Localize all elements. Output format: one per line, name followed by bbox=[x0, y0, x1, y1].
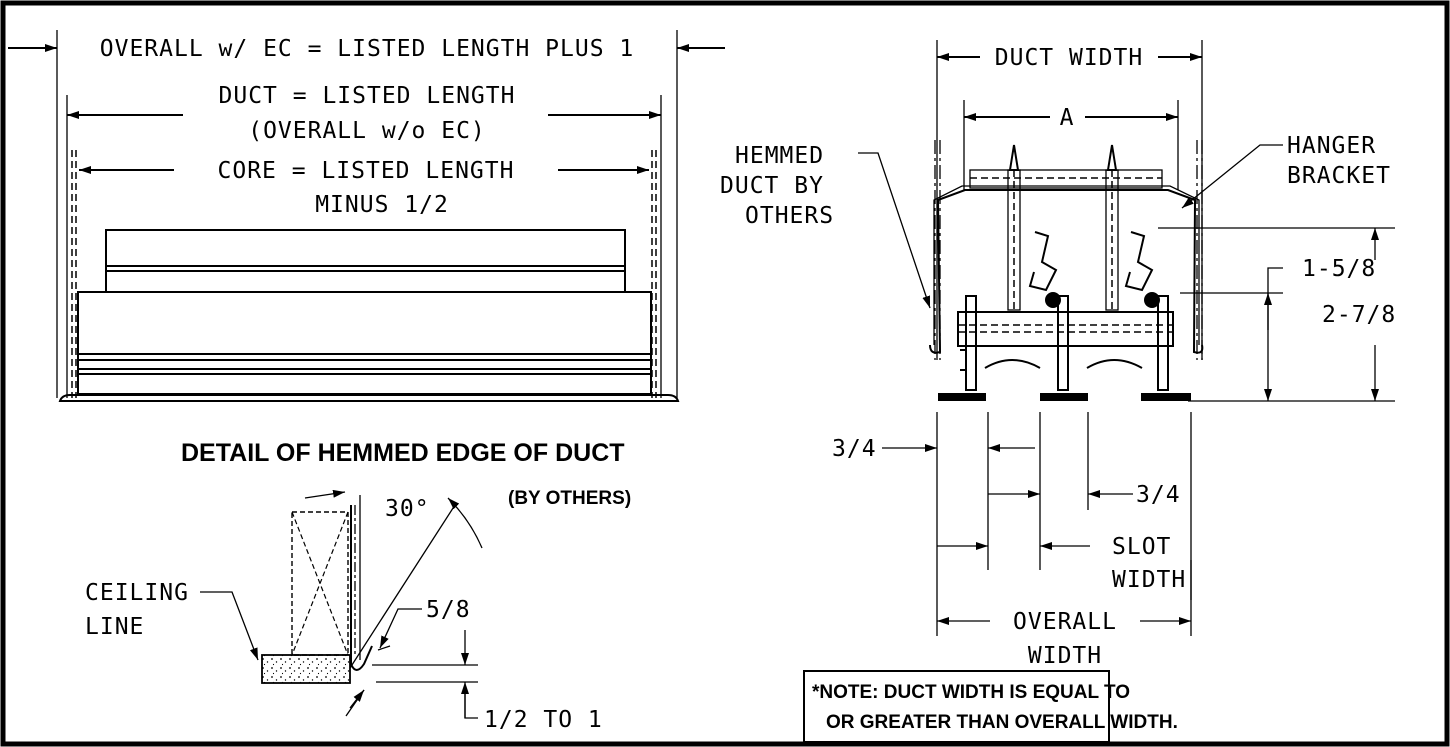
rail-right bbox=[1141, 295, 1191, 401]
ceiling-label-line-2: LINE bbox=[85, 614, 144, 640]
note-line-1: *NOTE: DUCT WIDTH IS EQUAL TO bbox=[812, 682, 1130, 703]
duct-label-line-1: DUCT = LISTED LENGTH bbox=[219, 83, 516, 109]
overall-label: OVERALL w/ EC = LISTED LENGTH PLUS 1 bbox=[100, 36, 635, 62]
dim-1-5-8: 1-5/8 bbox=[1302, 256, 1376, 282]
ceiling-tile bbox=[261, 654, 351, 684]
duct-label-line-2: (OVERALL w/o EC) bbox=[248, 118, 486, 144]
overall-width-line-2: WIDTH bbox=[1028, 643, 1102, 669]
hemmed-edge-detail: DETAIL OF HEMMED EDGE OF DUCT (BY OTHERS… bbox=[85, 439, 631, 733]
slot-label-line-1: SLOT bbox=[1112, 534, 1171, 560]
hanger-label-line-1: HANGER bbox=[1287, 133, 1376, 159]
rail-left bbox=[938, 295, 986, 401]
dim-3-4-right: 3/4 bbox=[1136, 482, 1181, 508]
dim-2-7-8: 2-7/8 bbox=[1322, 302, 1396, 328]
section-view: DUCT WIDTH A bbox=[720, 40, 1396, 669]
dim-3-4-left: 3/4 bbox=[832, 436, 877, 462]
gap-dim-label: 1/2 TO 1 bbox=[484, 707, 603, 733]
threaded-rod-left bbox=[1007, 144, 1021, 311]
hemmed-label-line-1: HEMMED bbox=[735, 143, 824, 169]
note-box: *NOTE: DUCT WIDTH IS EQUAL TO OR GREATER… bbox=[803, 670, 1178, 743]
hemmed-label-line-3: OTHERS bbox=[745, 203, 834, 229]
detail-title: DETAIL OF HEMMED EDGE OF DUCT bbox=[181, 439, 625, 467]
side-view: OVERALL w/ EC = LISTED LENGTH PLUS 1 DUC… bbox=[8, 30, 725, 402]
core-label-line-1: CORE = LISTED LENGTH bbox=[218, 158, 515, 184]
ceiling-label-line-1: CEILING bbox=[85, 580, 189, 606]
core-label-line-2: MINUS 1/2 bbox=[315, 192, 449, 218]
hem-dim-label: 5/8 bbox=[426, 597, 471, 623]
angle-label: 30° bbox=[385, 496, 430, 522]
note-line-2: OR GREATER THAN OVERALL WIDTH. bbox=[826, 712, 1178, 733]
hanger-label-line-2: BRACKET bbox=[1287, 163, 1391, 189]
rail-middle bbox=[1040, 295, 1088, 401]
overall-width-line-1: OVERALL bbox=[1013, 609, 1117, 635]
slot-label-line-2: WIDTH bbox=[1112, 567, 1186, 593]
duct-width-label: DUCT WIDTH bbox=[995, 45, 1143, 71]
hemmed-label-line-2: DUCT BY bbox=[720, 173, 824, 199]
a-label: A bbox=[1060, 105, 1075, 131]
threaded-rod-right bbox=[1105, 144, 1119, 311]
detail-subtitle: (BY OTHERS) bbox=[508, 488, 631, 509]
